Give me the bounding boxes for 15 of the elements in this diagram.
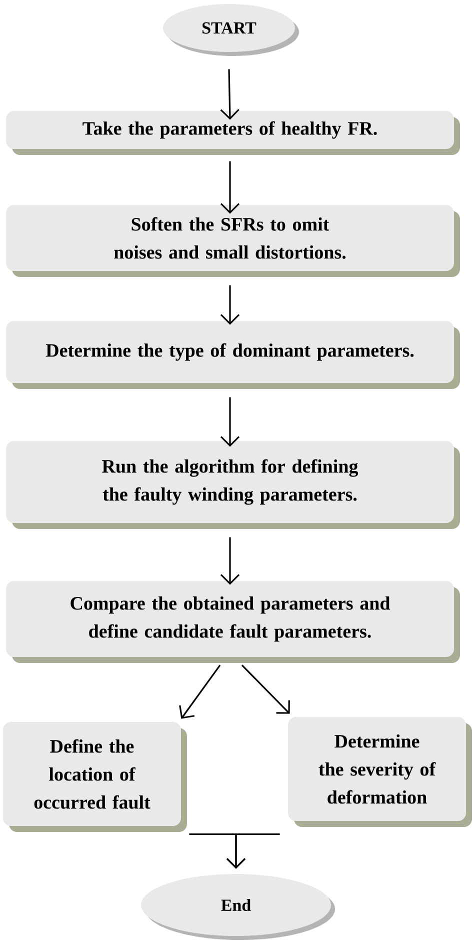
process-box: Run the algorithm for defining the faulty winding parameters. [6,441,460,529]
process-box: Take the parameters of healthy FR. [6,111,460,155]
process-box: Determine the type of dominant parameters. [6,321,460,389]
process-box: Define the location of occurred fault [3,722,187,832]
arrow [179,664,221,719]
process-box: Determine the severity of deformation [288,717,472,827]
arrow [220,537,240,585]
process-box: Compare the obtained parameters and define candidate fault parameters. [6,581,460,663]
arrow [220,285,240,325]
arrow [220,161,240,214]
arrow [220,397,240,447]
arrow [241,664,290,714]
arrow [220,69,240,120]
process-box: Soften the SFRs to omit noises and small distortions. [6,205,460,277]
arrow [226,833,280,869]
